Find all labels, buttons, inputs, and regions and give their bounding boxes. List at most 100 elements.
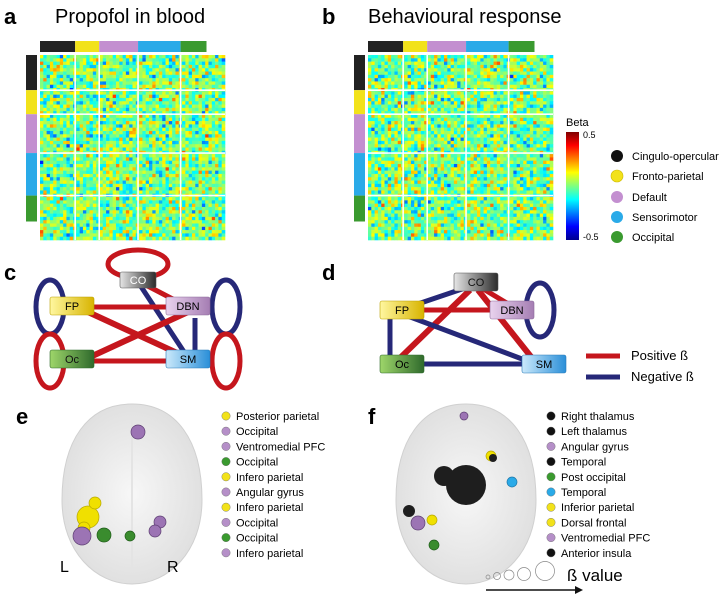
matrix-cell [539,144,544,148]
matrix-cell [480,74,484,79]
matrix-cell [158,197,163,201]
matrix-cell [218,74,222,79]
matrix-cell [191,226,196,231]
matrix-cell [129,117,133,122]
matrix-cell [112,223,117,228]
matrix-cell [149,127,153,132]
matrix-cell [82,180,87,185]
matrix-cell [53,94,57,99]
matrix-cell [198,173,203,178]
matrix-cell [69,144,74,148]
matrix-cell [112,226,117,231]
matrix-cell [211,140,216,145]
matrix-cell [92,127,97,132]
matrix-cell [533,121,537,125]
matrix-cell [152,81,156,86]
matrix-cell [191,154,196,158]
matrix-cell [139,154,143,158]
matrix-cell [493,140,498,145]
matrix-cell [182,210,186,214]
matrix-cell [457,64,461,69]
matrix-cell [76,180,80,185]
matrix-cell [82,84,87,89]
matrix-cell [155,111,160,115]
matrix-cell [89,173,94,178]
matrix-cell [158,91,163,95]
matrix-cell [125,206,130,211]
matrix-cell [102,203,107,208]
matrix-cell [407,61,412,66]
matrix-cell [155,170,160,175]
matrix-cell [394,130,399,135]
matrix-cell [69,147,74,152]
matrix-cell [76,81,80,86]
matrix-cell [49,170,54,175]
matrix-cell [149,55,153,59]
matrix-cell [208,197,213,201]
matrix-cell [162,71,166,76]
matrix-cell [195,177,199,181]
matrix-cell [526,144,531,148]
matrix-cell [182,226,186,231]
matrix-cell [490,94,494,99]
matrix-cell [119,144,123,148]
matrix-cell [155,203,160,208]
matrix-cell [172,154,176,158]
matrix-cell [447,68,451,72]
matrix-cell [211,147,216,152]
matrix-cell [195,91,199,95]
matrix-cell [490,137,494,142]
matrix-cell [394,68,399,72]
matrix-cell [387,78,392,82]
matrix-cell [483,107,488,112]
matrix-cell [198,81,203,86]
matrix-cell [384,101,389,105]
matrix-cell [218,68,222,72]
matrix-cell [40,71,44,76]
matrix-cell [473,101,478,105]
matrix-cell [391,127,395,132]
matrix-cell [496,61,501,66]
matrix-cell [125,121,130,125]
matrix-cell [543,144,547,148]
matrix-cell [420,160,425,165]
matrix-cell [536,117,541,122]
matrix-cell [447,58,451,62]
matrix-cell [188,140,193,145]
matrix-cell [447,121,451,125]
matrix-cell [185,97,189,102]
matrix-cell [201,68,206,72]
matrix-cell [529,137,534,142]
matrix-cell [195,147,199,152]
matrix-cell [106,114,110,119]
matrix-cell [152,236,156,241]
matrix-cell [112,134,117,138]
matrix-cell [188,84,193,89]
matrix-cell [125,55,130,59]
matrix-cell [112,170,117,175]
matrix-cell [132,170,137,175]
matrix-cell [188,91,193,95]
matrix-cell [86,173,90,178]
matrix-cell [155,137,160,142]
matrix-cell [496,64,501,69]
matrix-cell [211,213,216,218]
matrix-cell [198,203,203,208]
matrix-cell [79,206,84,211]
matrix-cell [549,154,554,158]
matrix-cell [523,157,527,162]
matrix-cell [195,140,199,145]
matrix-cell [404,127,408,132]
matrix-cell [185,236,189,241]
matrix-cell [539,55,544,59]
matrix-cell [486,58,491,62]
matrix-cell [486,55,491,59]
matrix-cell [168,213,173,218]
matrix-cell [198,74,203,79]
matrix-cell [391,97,395,102]
matrix-cell [129,91,133,95]
matrix-cell [69,71,74,76]
matrix-cell [49,71,54,76]
matrix-cell [490,104,494,109]
matrix-cell [139,144,143,148]
